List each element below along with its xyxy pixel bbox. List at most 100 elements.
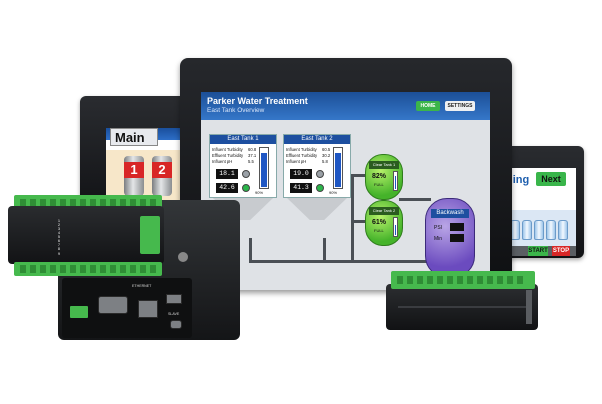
io-led-label: 5 xyxy=(58,235,60,240)
valve-indicator-icon[interactable] xyxy=(316,170,324,178)
tank-hopper-2 xyxy=(287,198,347,220)
bottle-line xyxy=(506,210,576,246)
data-value: 60.8 xyxy=(248,147,257,152)
hmi-header: Parker Water Treatment East Tank Overvie… xyxy=(201,92,490,120)
clear-tank-name: Clear Tank 2 xyxy=(369,207,399,215)
tank-label-1: 1 xyxy=(124,162,144,178)
serial-port-icon[interactable] xyxy=(98,296,128,314)
io-led-label: 2 xyxy=(58,223,60,228)
pipe xyxy=(323,238,326,262)
backwash-tank[interactable]: Backwash PSI Min xyxy=(425,198,475,278)
start-button[interactable]: START xyxy=(528,246,548,256)
tank-cylinder-2[interactable]: 2 xyxy=(152,156,172,196)
tank-cylinder-1[interactable]: 1 xyxy=(124,156,144,196)
level-gauge xyxy=(259,147,269,189)
terminal-block-side xyxy=(140,216,160,254)
pipe xyxy=(351,174,354,262)
io-led-label: 6 xyxy=(58,239,60,244)
data-value: 5.5 xyxy=(248,159,254,164)
clear-tank-2[interactable]: Clear Tank 2 61% FULL xyxy=(365,200,403,246)
usb-mini-port-icon[interactable] xyxy=(170,320,182,329)
io-led-label: 8 xyxy=(58,247,60,252)
pipe xyxy=(249,260,435,263)
pipe xyxy=(351,174,367,177)
data-value: 60.5 xyxy=(322,147,331,152)
clear-tank-percent: 82% xyxy=(371,173,386,180)
expansion-terminal-block xyxy=(391,271,535,289)
module-rib xyxy=(398,306,526,308)
tank-panel-title: East Tank 2 xyxy=(284,135,350,144)
clear-tank-gauge-fill xyxy=(395,175,396,189)
page-title: Parker Water Treatment xyxy=(207,96,308,106)
ethernet-label: ETHERNET xyxy=(132,284,152,288)
clear-tank-name: Clear Tank 1 xyxy=(369,161,399,169)
data-value: 37.1 xyxy=(248,153,257,158)
mount-screw-icon xyxy=(178,252,188,262)
bottle-icon xyxy=(534,220,544,240)
tank-label-2: 2 xyxy=(152,162,172,178)
clear-tank-status: FULL xyxy=(374,228,384,233)
expansion-module-body xyxy=(386,284,538,330)
io-led-label: 9 xyxy=(58,251,60,256)
page-subtitle: East Tank Overview xyxy=(207,107,265,114)
io-led-label: 1 xyxy=(58,219,60,223)
level-percent: 90% xyxy=(255,190,264,195)
io-led-label: 3 xyxy=(58,227,60,232)
right-hmi-footer: START STOP xyxy=(506,246,576,256)
main-hmi-device: Parker Water Treatment East Tank Overvie… xyxy=(180,58,512,290)
bottle-icon xyxy=(558,220,568,240)
io-led-column: 1 2 3 4 5 6 7 8 9 xyxy=(58,219,64,256)
terminal-block-bottom xyxy=(14,262,162,276)
data-label: Effluent Turbidity xyxy=(212,153,244,158)
data-value: 5.8 xyxy=(322,159,328,164)
min-readout xyxy=(450,234,464,242)
readout-top: 19.0 xyxy=(290,169,312,179)
power-terminal xyxy=(70,306,88,318)
tank-panel-title: East Tank 1 xyxy=(210,135,276,144)
module-latch xyxy=(526,290,532,324)
clear-tank-gauge xyxy=(393,171,398,191)
bottle-icon xyxy=(522,220,532,240)
level-gauge-fill xyxy=(261,152,267,187)
bottle-icon xyxy=(546,220,556,240)
io-led-label: 4 xyxy=(58,231,60,236)
readout-top: 18.1 xyxy=(216,169,238,179)
main-hmi-screen: Parker Water Treatment East Tank Overvie… xyxy=(201,92,490,290)
tank-panel-2[interactable]: East Tank 2 Influent Turbidity 60.5 Effl… xyxy=(283,134,351,198)
stop-button[interactable]: STOP xyxy=(552,246,570,256)
slave-label: SLAVE xyxy=(168,312,180,316)
valve-indicator-icon[interactable] xyxy=(242,170,250,178)
next-button[interactable]: Next xyxy=(536,172,566,186)
clear-tank-status: FULL xyxy=(374,182,384,187)
backwash-title: Backwash xyxy=(431,209,469,218)
usb-port-icon[interactable] xyxy=(166,294,182,304)
left-hmi-title: Main xyxy=(110,128,158,146)
settings-button[interactable]: SETTINGS xyxy=(445,101,475,111)
psi-label: PSI xyxy=(434,225,443,231)
pipe xyxy=(249,238,252,262)
home-button[interactable]: HOME xyxy=(416,101,440,111)
pump-indicator-icon[interactable] xyxy=(242,184,250,192)
clear-tank-gauge xyxy=(393,217,398,237)
data-label: Effluent Turbidity xyxy=(286,153,318,158)
level-percent: 90% xyxy=(329,190,338,195)
io-led-label: 7 xyxy=(58,243,60,248)
data-label: Influent Turbidity xyxy=(212,147,243,152)
ethernet-port-icon[interactable] xyxy=(138,300,158,318)
plc-io-module: 1 2 3 4 5 6 7 8 9 xyxy=(8,206,164,264)
right-hmi-screen: ging Next START STOP xyxy=(506,168,576,256)
min-label: Min xyxy=(434,236,443,242)
readout-bottom: 41.3 xyxy=(290,183,312,193)
data-label: Influent Turbidity xyxy=(286,147,317,152)
pipe xyxy=(351,220,367,223)
readout-bottom: 42.6 xyxy=(216,183,238,193)
data-value: 30.2 xyxy=(322,153,331,158)
data-label: Influent pH xyxy=(212,159,233,164)
clear-tank-percent: 61% xyxy=(371,219,386,226)
pipe xyxy=(399,198,431,201)
clear-tank-1[interactable]: Clear Tank 1 82% FULL xyxy=(365,154,403,200)
clear-tank-gauge-fill xyxy=(395,225,396,235)
tank-panel-1[interactable]: East Tank 1 Influent Turbidity 60.8 Effl… xyxy=(209,134,277,198)
data-label: Influent pH xyxy=(286,159,307,164)
pump-indicator-icon[interactable] xyxy=(316,184,324,192)
